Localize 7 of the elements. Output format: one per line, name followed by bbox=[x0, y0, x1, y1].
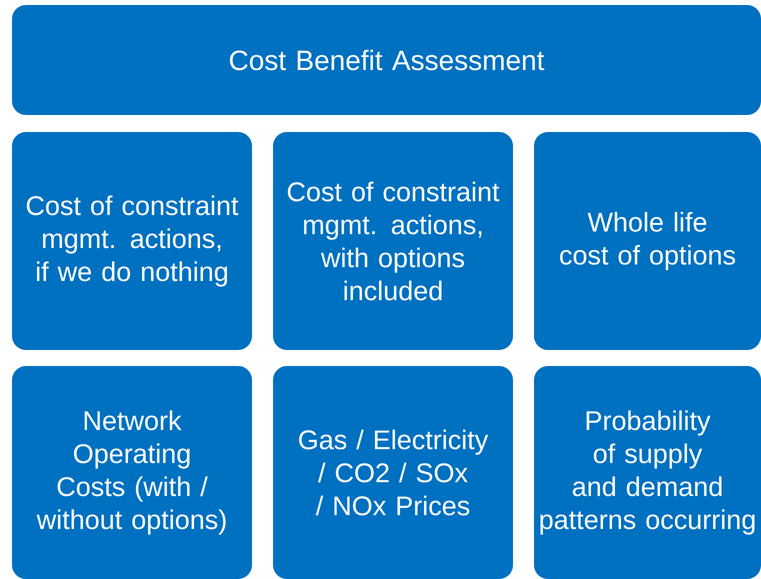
info-box: Gas / Electricity / CO2 / SOx / NOx Prices bbox=[273, 366, 513, 579]
info-box: Cost of constraint mgmt. actions, if we do nothing bbox=[12, 132, 252, 350]
info-box: Probability of supply and demand patterns occurring bbox=[534, 366, 761, 579]
info-box: Whole life cost of options bbox=[534, 132, 761, 350]
info-box: Cost of constraint mgmt. actions, with options included bbox=[273, 132, 513, 350]
title-box: Cost Benefit Assessment bbox=[12, 5, 761, 115]
info-box: Network Operating Costs (with / without options) bbox=[12, 366, 252, 579]
